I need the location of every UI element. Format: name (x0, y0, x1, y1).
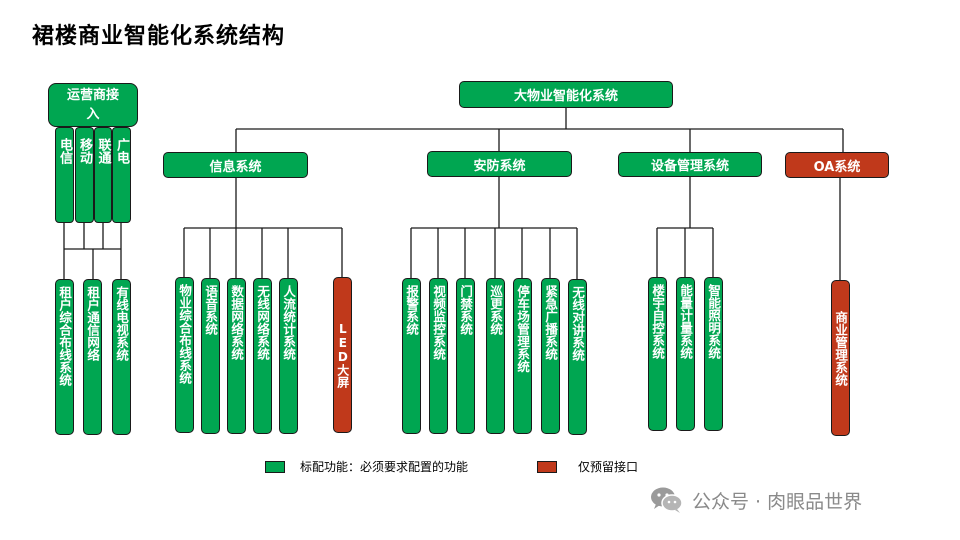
info-item-wireless: 无线网络系统 (253, 278, 272, 434)
page-title: 裙楼商业智能化系统结构 (32, 24, 286, 49)
security-item-cctv: 视频监控系统 (429, 278, 448, 434)
watermark-text: 公众号 · 肉眼品世界 (692, 490, 863, 513)
legend-standard-label: 标配功能：必须要求配置的功能 (300, 460, 469, 474)
equipment-item-bas: 楼宇自控系统 (648, 277, 667, 431)
info-item-voice: 语音系统 (201, 278, 220, 434)
security-item-broadcast: 紧急广播系统 (541, 278, 560, 434)
watermark: 公众号 · 肉眼品世界 (650, 486, 862, 514)
carrier-provider-telecom: 电信 (55, 127, 74, 223)
wechat-icon (650, 486, 684, 514)
security-item-alarm: 报警系统 (402, 278, 421, 434)
info-item-cabling: 物业综合布线系统 (175, 277, 194, 433)
equipment-item-metering: 能量计量系统 (676, 277, 695, 431)
security-item-patrol: 巡更系统 (486, 278, 505, 434)
group-oa-system: OA系统 (785, 152, 889, 178)
info-item-led-screen: LED大屏 (333, 277, 352, 433)
carrier-provider-mobile: 移动 (75, 127, 94, 223)
carrier-provider-cable: 广电 (112, 127, 131, 223)
carrier-node: 运营商接入 (48, 83, 138, 127)
carrier-system-cable-tv: 有线电视系统 (112, 279, 131, 435)
carrier-system-tenant-network: 租户通信网络 (83, 279, 102, 435)
legend-reserved-label: 仅预留接口 (578, 460, 639, 474)
carrier-provider-unicom: 联通 (94, 127, 112, 223)
oa-item-commerce: 商业管理系统 (831, 280, 850, 436)
security-item-parking: 停车场管理系统 (513, 278, 532, 434)
legend-reserved-swatch (537, 461, 557, 473)
info-item-people-count: 人流统计系统 (279, 278, 298, 434)
group-security-system: 安防系统 (427, 151, 572, 177)
group-equipment-system: 设备管理系统 (618, 152, 762, 177)
security-item-intercom: 无线对讲系统 (568, 279, 587, 435)
root-node: 大物业智能化系统 (459, 81, 673, 108)
group-info-system: 信息系统 (163, 152, 308, 178)
info-item-data-network: 数据网络系统 (227, 278, 246, 434)
equipment-item-lighting: 智能照明系统 (704, 277, 723, 431)
legend-standard-swatch (265, 461, 285, 473)
carrier-system-tenant-cabling: 租户综合布线系统 (55, 279, 74, 435)
security-item-access: 门禁系统 (456, 278, 475, 434)
